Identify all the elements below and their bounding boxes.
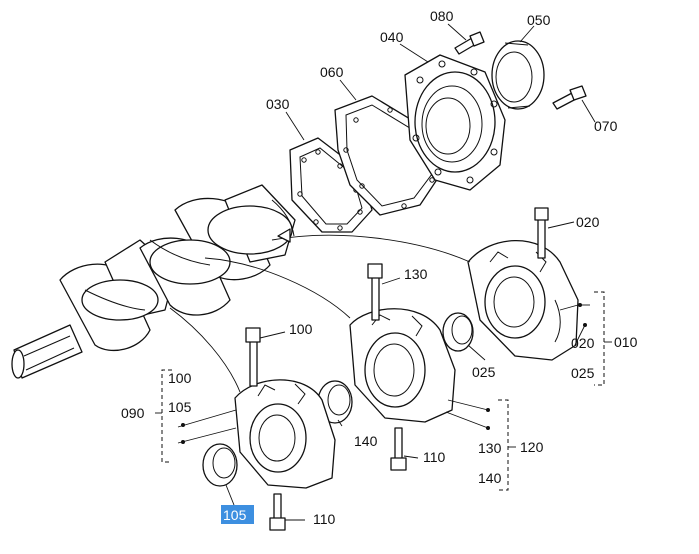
label-105-highlighted[interactable]: 105 — [223, 507, 247, 523]
label-100-bracket: 100 — [168, 370, 192, 386]
bearing-case-010 — [467, 207, 579, 361]
bolt-080 — [454, 31, 485, 55]
label-140-middle: 140 — [354, 433, 378, 449]
gasket-030 — [289, 137, 373, 233]
label-130-bracket: 130 — [478, 440, 502, 456]
oil-seal-050 — [491, 40, 545, 110]
label-030: 030 — [266, 96, 290, 112]
label-025-right: 025 — [472, 364, 496, 380]
bearing-case-090 — [234, 327, 336, 489]
label-100-top: 100 — [289, 321, 313, 337]
label-130-top: 130 — [404, 266, 428, 282]
part-labels: 080 050 040 060 070 030 020 130 100 010 … — [121, 8, 638, 527]
label-120: 120 — [520, 439, 544, 455]
bolt-070 — [552, 85, 587, 110]
label-020-top: 020 — [576, 214, 600, 230]
bolt-110-middle — [390, 427, 407, 471]
label-060: 060 — [320, 64, 344, 80]
label-090: 090 — [121, 405, 145, 421]
label-020-bracket: 020 — [571, 335, 595, 351]
leader-lines — [177, 23, 596, 521]
label-040: 040 — [380, 29, 404, 45]
bushing-105 — [202, 443, 238, 487]
label-080: 080 — [430, 8, 454, 24]
bolt-110-bottom — [269, 493, 286, 531]
bushing-025 — [442, 312, 474, 352]
assembly-arrows — [169, 228, 471, 393]
crankshaft — [11, 184, 296, 379]
highlight-box-105 — [221, 505, 254, 524]
seal-case-040 — [404, 54, 506, 191]
label-025-bracket: 025 — [571, 365, 595, 381]
label-070: 070 — [594, 118, 618, 134]
label-140-bracket: 140 — [478, 470, 502, 486]
label-050: 050 — [527, 12, 551, 28]
label-110-bottom: 110 — [313, 511, 336, 527]
label-105-bracket: 105 — [168, 399, 192, 415]
bearing-case-120 — [349, 263, 456, 423]
label-110-middle: 110 — [423, 449, 446, 465]
label-010: 010 — [614, 334, 638, 350]
